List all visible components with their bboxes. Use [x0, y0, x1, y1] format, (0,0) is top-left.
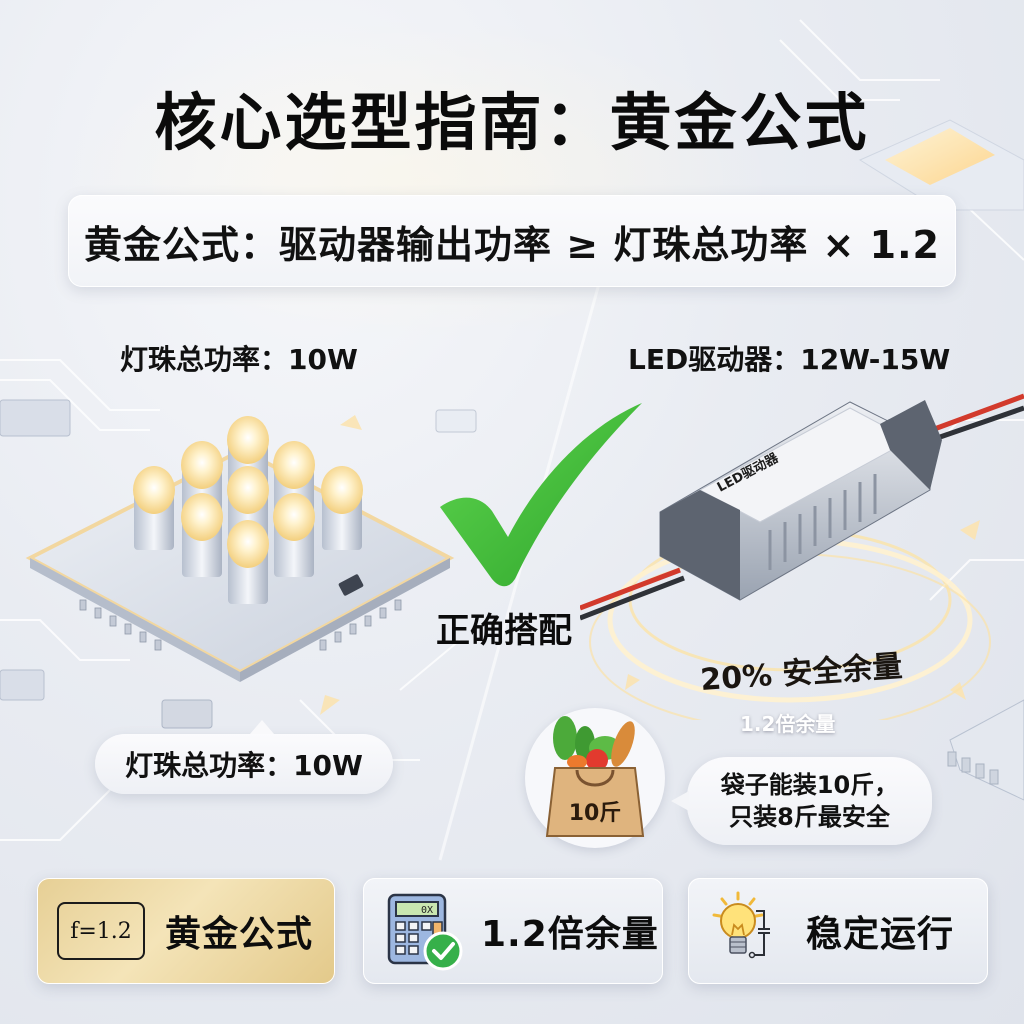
card-stable-operation-label: 稳定运行 [806, 914, 955, 955]
check-mark-icon [430, 395, 650, 595]
led-total-power-label: 灯珠总功率：10W [120, 343, 358, 376]
formula-icon: f=1.2 [57, 902, 145, 960]
grocery-bag-icon: 10斤 [525, 708, 665, 848]
speech-line-1: 袋子能装10斤， [720, 771, 899, 799]
card-golden-formula: f=1.2 黄金公式 [37, 878, 335, 984]
page-title: 核心选型指南：黄金公式 [154, 86, 870, 159]
lightbulb-circuit-icon [708, 889, 792, 973]
card-margin: 0X 1.2倍余量 [363, 878, 663, 984]
margin-multiplier-label: 1.2倍余量 [740, 712, 836, 736]
svg-text:0X: 0X [421, 905, 433, 916]
formula-text: 黄金公式：驱动器输出功率 ≥ 灯珠总功率 × 1.2 [84, 222, 940, 267]
correct-match-label: 正确搭配 [436, 611, 572, 651]
calculator-check-icon: 0X [383, 889, 467, 973]
led-array [133, 416, 363, 604]
led-board-illustration [20, 390, 460, 710]
led-driver-illustration: LED驱动器 [579, 380, 1024, 731]
led-power-pill-text: 灯珠总功率：10W [125, 749, 363, 782]
card-golden-formula-label: 黄金公式 [165, 914, 314, 955]
card-stable-operation: 稳定运行 [688, 878, 988, 984]
card-margin-label: 1.2倍余量 [481, 914, 659, 955]
speech-line-2: 只装8斤最安全 [729, 803, 890, 831]
formula-banner: 黄金公式：驱动器输出功率 ≥ 灯珠总功率 × 1.2 [68, 195, 956, 287]
led-power-pill: 灯珠总功率：10W [95, 720, 393, 794]
bag-label: 10斤 [569, 801, 622, 826]
analogy-speech-bubble: 袋子能装10斤， 只装8斤最安全 [671, 757, 932, 845]
led-driver-power-label: LED驱动器：12W-15W [628, 343, 951, 376]
